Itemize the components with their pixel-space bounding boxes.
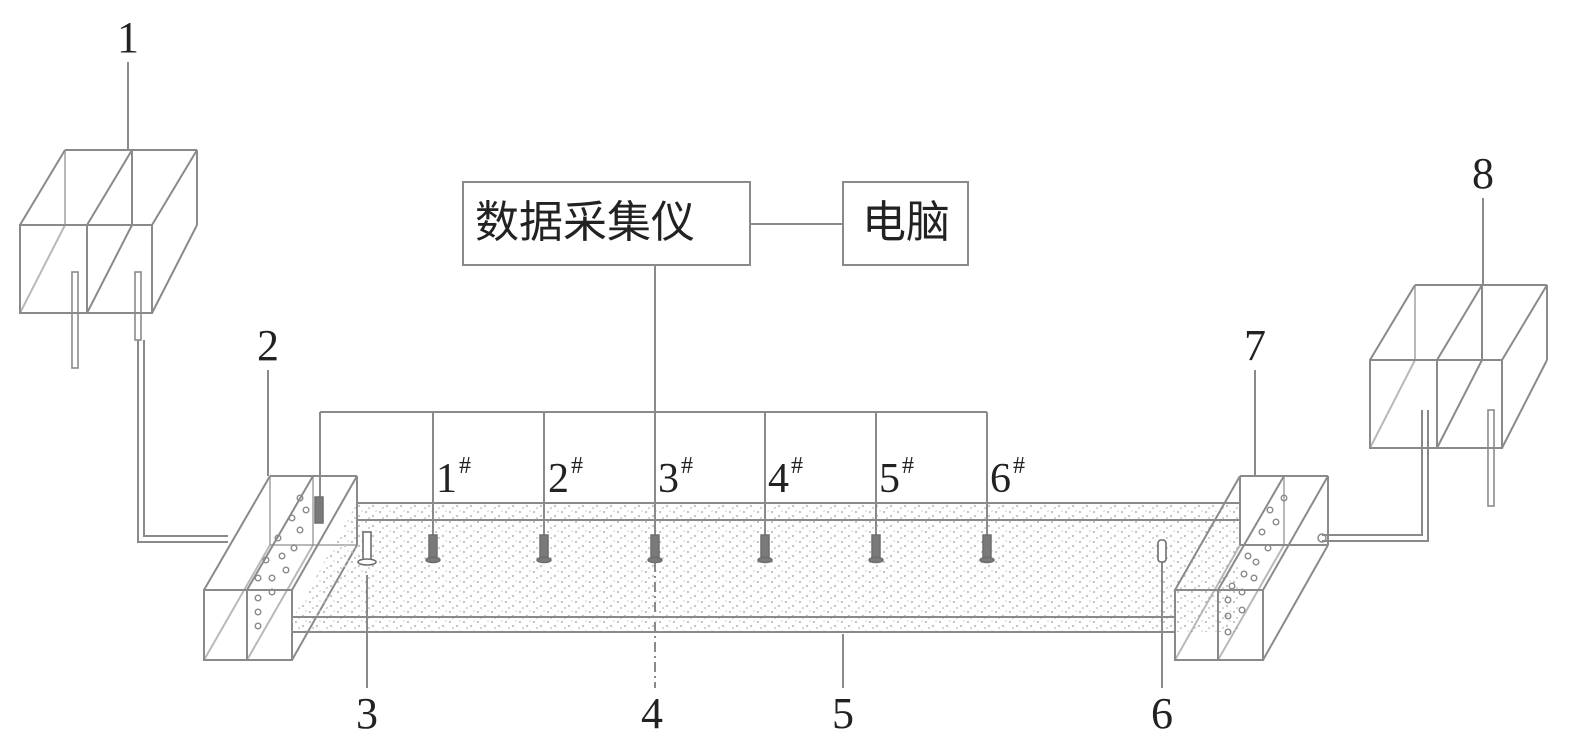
probe-3 — [647, 534, 663, 564]
outlet-pipe — [1322, 410, 1429, 542]
probe-label-5: 5# — [879, 453, 914, 502]
callout-7: 7 — [1244, 321, 1266, 370]
inlet-perforated-plate — [254, 494, 310, 630]
callout-leaders — [127, 62, 1484, 688]
data-logger-label: 数据采集仪 — [475, 197, 695, 248]
data-logger-box — [462, 181, 751, 266]
callout-5: 5 — [832, 689, 854, 738]
probe-4 — [757, 534, 773, 564]
computer-box — [842, 181, 969, 266]
probe-6 — [979, 534, 995, 564]
probe-label-3: 3# — [658, 453, 693, 502]
computer-label: 电脑 — [862, 197, 950, 248]
callout-2: 2 — [257, 321, 279, 370]
probe-label-4: 4# — [768, 453, 803, 502]
soil-column — [292, 502, 1240, 633]
outlet-tank — [1174, 475, 1329, 661]
probe-label-1: 1# — [436, 453, 471, 502]
callout-6: 6 — [1151, 689, 1173, 738]
inlet-pressure-sensor — [314, 496, 324, 524]
probe-5 — [868, 534, 884, 564]
inlet-piezometer — [357, 531, 377, 566]
probe-2 — [536, 534, 552, 564]
callout-4: 4 — [641, 689, 663, 738]
sensor-wiring — [319, 223, 988, 535]
outlet-piezometer — [1157, 539, 1167, 563]
inlet-pipe — [137, 340, 228, 543]
callout-1: 1 — [117, 13, 139, 62]
right-reservoir — [1369, 284, 1548, 507]
probe-label-6: 6# — [990, 453, 1025, 502]
probe-1 — [425, 534, 441, 564]
left-reservoir — [19, 149, 198, 369]
probe-label-2: 2# — [548, 453, 583, 502]
callout-8: 8 — [1472, 149, 1494, 198]
callout-3: 3 — [356, 689, 378, 738]
outlet-perforated-plate — [1224, 494, 1288, 636]
